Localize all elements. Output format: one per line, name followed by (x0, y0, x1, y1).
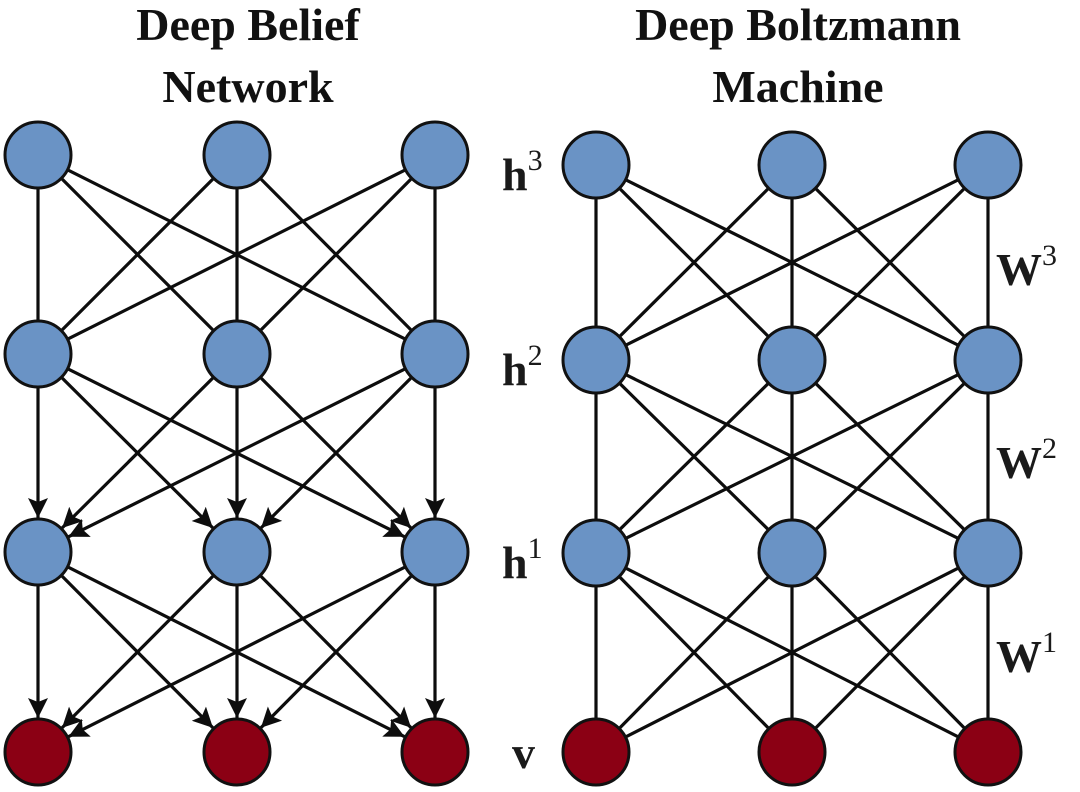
dbm-edges (594, 178, 990, 739)
dbm-node-v-0 (561, 717, 631, 787)
dbn-edge-l1-2-to-1 (259, 376, 413, 530)
dbn-node-middle-2 (400, 319, 470, 389)
dbn-nodes (3, 120, 470, 787)
dbm-layer-labels: h3 h2 h1 v (502, 144, 543, 778)
dbm-title-line-2: Machine (712, 61, 883, 112)
dbm-edge-l1-2-to-0 (624, 373, 960, 540)
layer-label-h2: h2 (502, 339, 543, 395)
dbm-node-v-2 (953, 717, 1023, 787)
layer-label-v: v (512, 727, 535, 778)
dbm-edge-l2-2-to-1 (814, 575, 966, 730)
dbm-title: Deep Boltzmann Machine (635, 0, 961, 112)
dbn-edge-l2-1-to-0 (60, 574, 215, 730)
dbm-edge-l0-2-to-1 (814, 187, 966, 338)
dbm-node-v-1 (757, 717, 827, 787)
dbn-title-line-2: Network (162, 61, 334, 112)
dbm-edge-l2-2-to-0 (624, 566, 960, 739)
weight-label-w2: W2 (996, 432, 1057, 488)
dbn-edge-l0-2-to-1 (259, 177, 413, 332)
dbn-node-top-2 (400, 120, 470, 190)
dbn-title: Deep Belief Network (136, 0, 360, 112)
dbm-edge-l1-1-to-0 (618, 382, 770, 531)
dbn-edge-l1-1-to-0 (60, 376, 215, 530)
weight-label-w3: W3 (996, 239, 1057, 295)
dbm-edge-l2-1-to-0 (618, 575, 770, 730)
dbn-node-visible-0 (3, 717, 73, 787)
dbn-edge-l2-2-to-0 (67, 565, 407, 739)
weight-label-w1: W1 (996, 626, 1057, 682)
dbn-node-bottom-hidden-2 (400, 517, 470, 587)
dbn-node-bottom-hidden-1 (202, 517, 272, 587)
dbn-node-visible-1 (202, 717, 272, 787)
dbn-node-visible-2 (400, 717, 470, 787)
dbm-node-h1-0 (561, 518, 631, 588)
dbm-edge-l1-2-to-1 (814, 382, 966, 531)
dbm-node-h1-2 (953, 518, 1023, 588)
dbn-node-top-1 (202, 120, 272, 190)
dbm-node-h3-0 (561, 130, 631, 200)
dbn-edge-l2-2-to-1 (259, 574, 413, 729)
dbm-node-h2-2 (953, 325, 1023, 395)
dbm-weight-labels: W3 W2 W1 (996, 239, 1057, 682)
layer-label-h3: h3 (502, 144, 543, 200)
dbm-node-h3-2 (953, 130, 1023, 200)
dbm-node-h2-0 (561, 325, 631, 395)
layer-label-h1: h1 (502, 532, 543, 588)
dbn-edge-l0-1-to-0 (60, 177, 215, 332)
dbn-node-middle-1 (202, 319, 272, 389)
dbn-title-line-1: Deep Belief (136, 0, 360, 50)
dbm-edge-l0-2-to-0 (624, 178, 960, 347)
dbn-node-top-0 (3, 120, 73, 190)
dbn-edge-l1-2-to-0 (67, 367, 407, 539)
dbm-node-h1-1 (757, 518, 827, 588)
dbm-title-line-1: Deep Boltzmann (635, 0, 961, 50)
dbm-edge-l0-1-to-0 (618, 187, 770, 338)
dbn-edge-l0-2-to-0 (66, 168, 407, 341)
dbn-node-middle-0 (3, 319, 73, 389)
dbn-node-bottom-hidden-0 (3, 517, 73, 587)
dbm-nodes (561, 130, 1023, 787)
dbm-node-h3-1 (757, 130, 827, 200)
dbm-node-h2-1 (757, 325, 827, 395)
dbn-edges (28, 168, 445, 739)
